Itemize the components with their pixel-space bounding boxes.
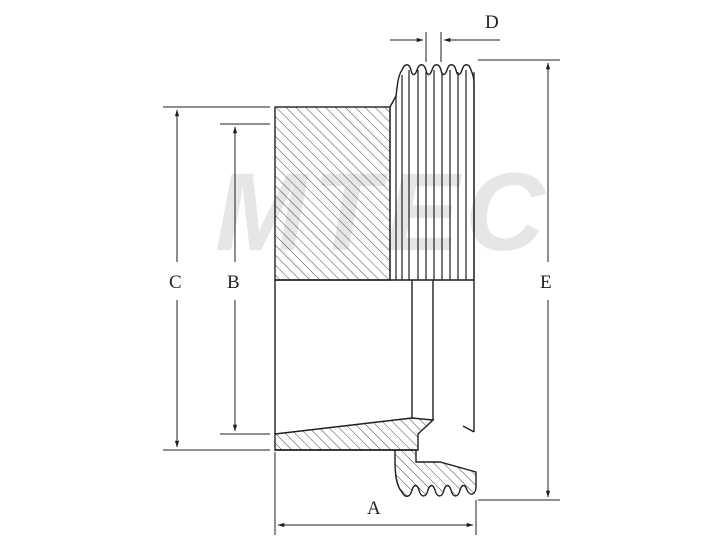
- dimension-label-d: D: [485, 12, 499, 33]
- dimension-label-c: C: [169, 272, 182, 293]
- hatched-section-upper: [274, 106, 391, 281]
- dimension-label-b: B: [227, 272, 240, 293]
- thread-crest-lower: [394, 449, 477, 497]
- dimension-c: [163, 106, 270, 451]
- dimension-label-e: E: [540, 272, 552, 293]
- dimension-b: [220, 123, 270, 435]
- hatched-section-lower: [274, 417, 435, 451]
- dimension-e: [478, 59, 560, 501]
- dimension-label-a: A: [367, 498, 381, 519]
- thread-lines-upper: [389, 70, 475, 280]
- dimension-a: [274, 452, 477, 535]
- outline-lower: [274, 280, 475, 434]
- thread-crest-upper: [389, 64, 475, 280]
- dimension-d: [390, 32, 500, 62]
